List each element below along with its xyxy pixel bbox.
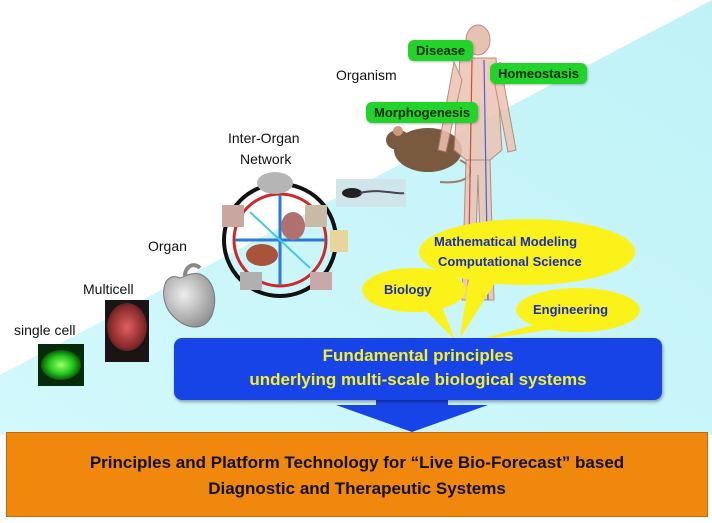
principles-line-1: Fundamental principles <box>174 338 662 368</box>
zebrafish-image <box>336 179 406 207</box>
single-cell-label: single cell <box>14 322 75 338</box>
platform-line-2: Diagnostic and Therapeutic Systems <box>7 476 707 502</box>
platform-technology-box: Principles and Platform Technology for “… <box>6 432 708 517</box>
homeostasis-tag: Homeostasis <box>490 63 587 84</box>
network-label: Network <box>240 151 291 167</box>
fundamental-principles-box: Fundamental principles underlying multi-… <box>174 338 662 400</box>
platform-line-1: Principles and Platform Technology for “… <box>7 433 707 476</box>
organ-label: Organ <box>148 238 187 254</box>
principles-line-2: underlying multi-scale biological system… <box>174 368 662 392</box>
morphogenesis-tag: Morphogenesis <box>366 102 478 123</box>
engineering-text: Engineering <box>533 302 608 317</box>
inter-organ-label: Inter-Organ <box>228 130 300 146</box>
math-modeling-text: Mathematical Modeling <box>434 234 577 249</box>
computational-science-text: Computational Science <box>438 254 582 269</box>
biology-text: Biology <box>384 282 432 297</box>
multicell-image <box>105 300 149 362</box>
organism-label: Organism <box>336 67 397 83</box>
disease-tag: Disease <box>408 40 473 61</box>
cell-image <box>38 344 84 386</box>
multicell-label: Multicell <box>83 281 134 297</box>
